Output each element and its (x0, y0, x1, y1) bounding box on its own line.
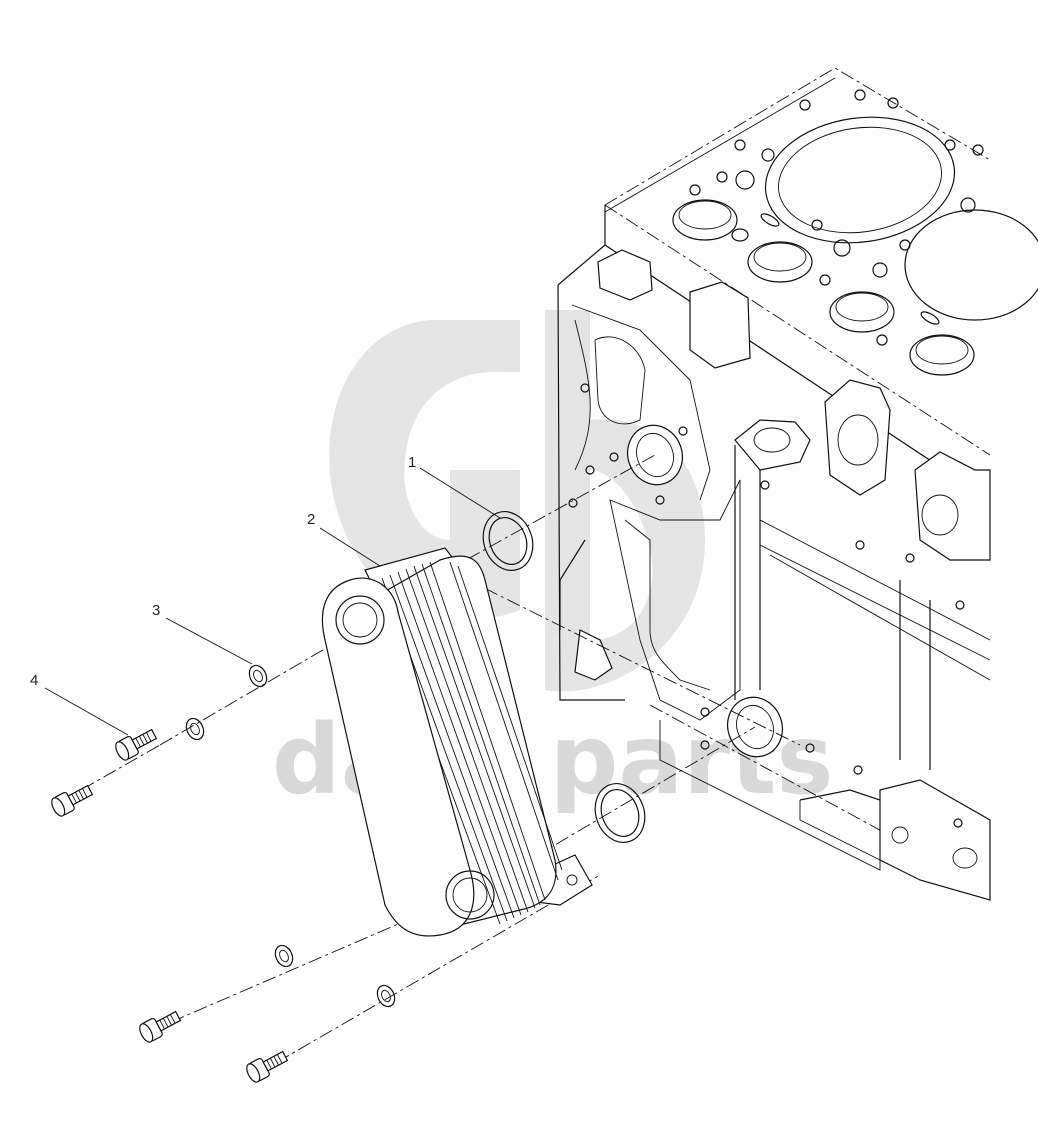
oil-cooler (321, 547, 593, 937)
engine-block (557, 67, 1038, 901)
callout-2-label: 2 (307, 511, 315, 528)
washer-2 (185, 717, 205, 741)
callout-4-label: 4 (30, 672, 38, 689)
cap-screw-3 (139, 1010, 182, 1043)
callout-3-label: 3 (152, 602, 160, 619)
block-bolt-holes (568, 383, 965, 828)
washer-3 (274, 944, 294, 968)
cap-screw-1 (115, 728, 158, 761)
watermark-logo-icon (329, 310, 706, 692)
o-ring-upper (482, 511, 534, 571)
cap-screws (51, 728, 289, 1083)
cap-screw-4 (246, 1050, 289, 1083)
callout-1-label: 1 (408, 454, 416, 471)
o-ring-lower (594, 783, 646, 843)
deck-holes (672, 89, 984, 376)
washer-1 (248, 664, 268, 688)
washers (185, 664, 396, 1008)
cap-screw-2 (51, 784, 94, 817)
washer-4 (376, 984, 396, 1008)
leader-lines (44, 467, 501, 736)
